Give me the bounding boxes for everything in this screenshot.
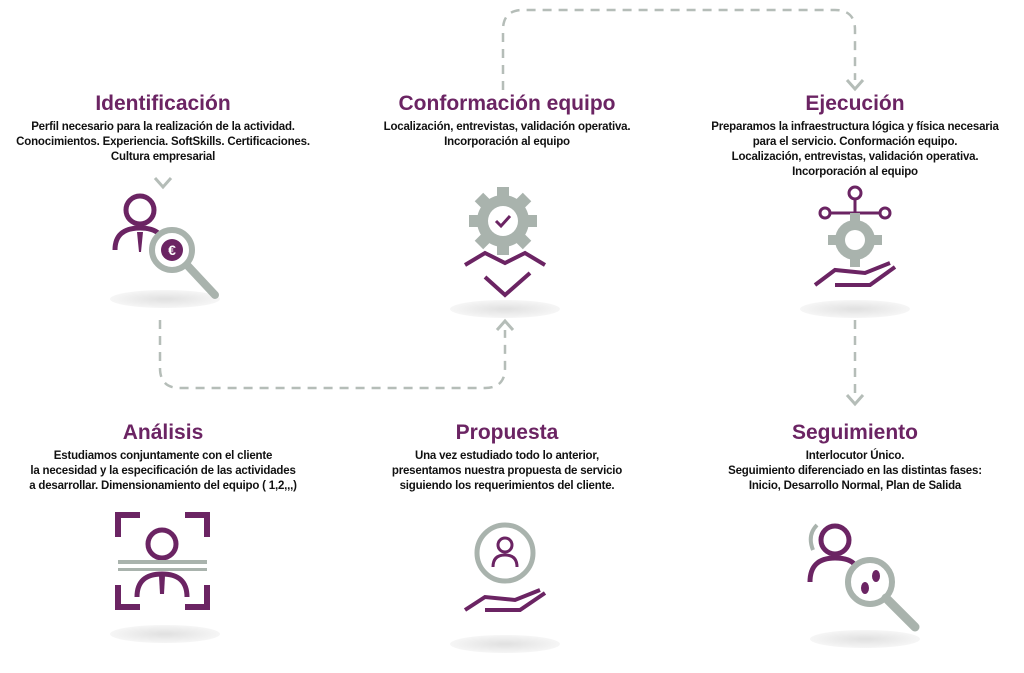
step-description: Localización, entrevistas, validación op… [383, 121, 631, 148]
connector-identificacion-analisis [158, 320, 507, 390]
step-description: Interlocutor Único. Seguimiento diferenc… [728, 450, 982, 492]
hand-gear-network-icon [813, 185, 897, 287]
arrow-down-icon [153, 177, 173, 190]
icon-shadow [110, 625, 220, 643]
person-scan-icon [115, 512, 210, 610]
icon-shadow [800, 300, 910, 318]
step-title: Análisis [122, 421, 204, 444]
step-ejecucion: Ejecución Preparamos la infraestructura … [685, 92, 1024, 180]
step-description: Preparamos la infraestructura lógica y f… [711, 121, 999, 178]
person-euro-search-icon: € [112, 193, 219, 299]
icon-shadow [450, 300, 560, 318]
step-propuesta: Propuesta Una vez estudiado todo lo ante… [337, 421, 677, 494]
icon-shadow [450, 635, 560, 653]
step-description: Estudiamos conjuntamente con el cliente … [29, 450, 297, 492]
step-conformacion-equipo: Conformación equipo Localización, entrev… [337, 92, 677, 150]
icon-shadow [110, 290, 220, 308]
step-title: Propuesta [455, 421, 559, 444]
arrow-down-icon [845, 79, 865, 92]
arrow-down-icon [845, 394, 865, 407]
step-description: Una vez estudiado todo lo anterior, pres… [391, 450, 623, 492]
step-title: Ejecución [805, 92, 905, 115]
hand-gear-person-icon [463, 522, 547, 612]
icon-shadow [810, 630, 920, 648]
step-description: Perfil necesario para la realización de … [16, 121, 310, 163]
person-footprint-search-icon [807, 523, 920, 632]
step-title: Conformación equipo [398, 92, 616, 115]
step-title: Seguimiento [791, 421, 918, 444]
gear-handshake-icon [463, 187, 547, 298]
step-seguimiento: Seguimiento Interlocutor Único. Seguimie… [685, 421, 1024, 494]
step-title: Identificación [95, 92, 231, 115]
connector-conformacion-ejecucion [501, 8, 857, 90]
step-identificacion: Identificación Perfil necesario para la … [0, 92, 333, 165]
step-analisis: Análisis Estudiamos conjuntamente con el… [0, 421, 333, 494]
arrow-up-icon [495, 318, 515, 331]
svg-text:€: € [168, 242, 176, 258]
